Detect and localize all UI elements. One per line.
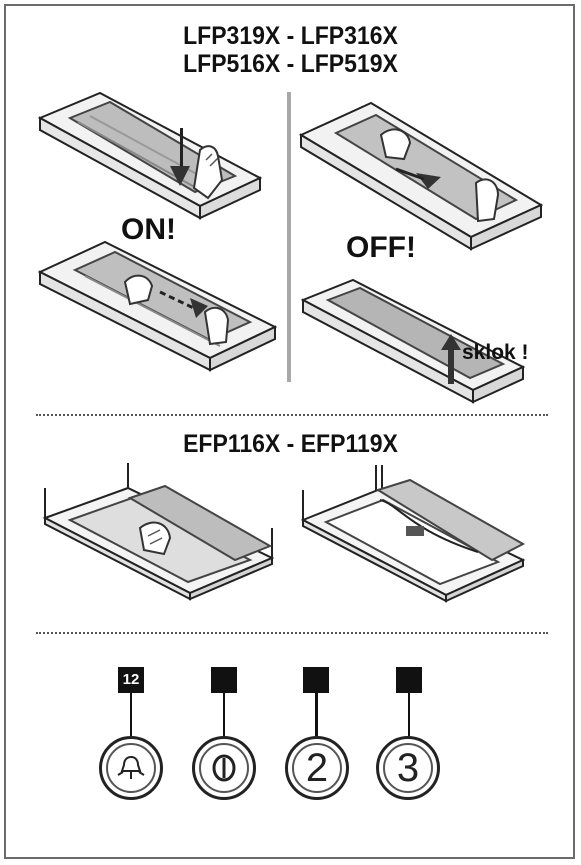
speed-2-button[interactable]: 2 xyxy=(285,736,349,800)
vertical-divider xyxy=(287,92,291,382)
speed-3-button[interactable]: 3 xyxy=(376,736,440,800)
light-button[interactable] xyxy=(99,736,163,800)
indicator-speed-2 xyxy=(303,667,329,693)
hood-slide-filter-illustration xyxy=(37,240,278,372)
speed-3-label: 3 xyxy=(396,746,420,790)
indicator-light-12: 12 xyxy=(118,667,144,693)
dotted-divider-1 xyxy=(36,414,548,416)
indicator-stem-1 xyxy=(130,693,132,736)
off-label: OFF! xyxy=(346,231,416,264)
speed-2-label: 2 xyxy=(305,746,329,790)
on-label: ON! xyxy=(121,213,176,246)
hood-glass-illustration xyxy=(300,278,526,404)
power-button[interactable] xyxy=(192,736,256,800)
section-title-efp: EFP116X - EFP119X xyxy=(183,430,398,458)
indicator-stem-4 xyxy=(408,693,410,736)
indicator-power xyxy=(211,667,237,693)
indicator-stem-2 xyxy=(223,693,225,736)
indicator-speed-3 xyxy=(396,667,422,693)
sklok-label: sklok ! xyxy=(462,341,529,364)
hood-open-illustration xyxy=(298,101,544,251)
title-line-2: LFP516X - LFP519X xyxy=(183,50,398,78)
light-icon xyxy=(117,755,145,779)
hood-push-down-illustration xyxy=(37,91,263,220)
efp-hood-open-illustration xyxy=(300,465,526,603)
title-line-1: LFP319X - LFP316X xyxy=(183,22,398,50)
power-icon xyxy=(212,754,236,782)
efp-hood-hand-illustration xyxy=(42,463,275,601)
dotted-divider-2 xyxy=(36,632,548,634)
indicator-stem-3 xyxy=(315,693,318,736)
